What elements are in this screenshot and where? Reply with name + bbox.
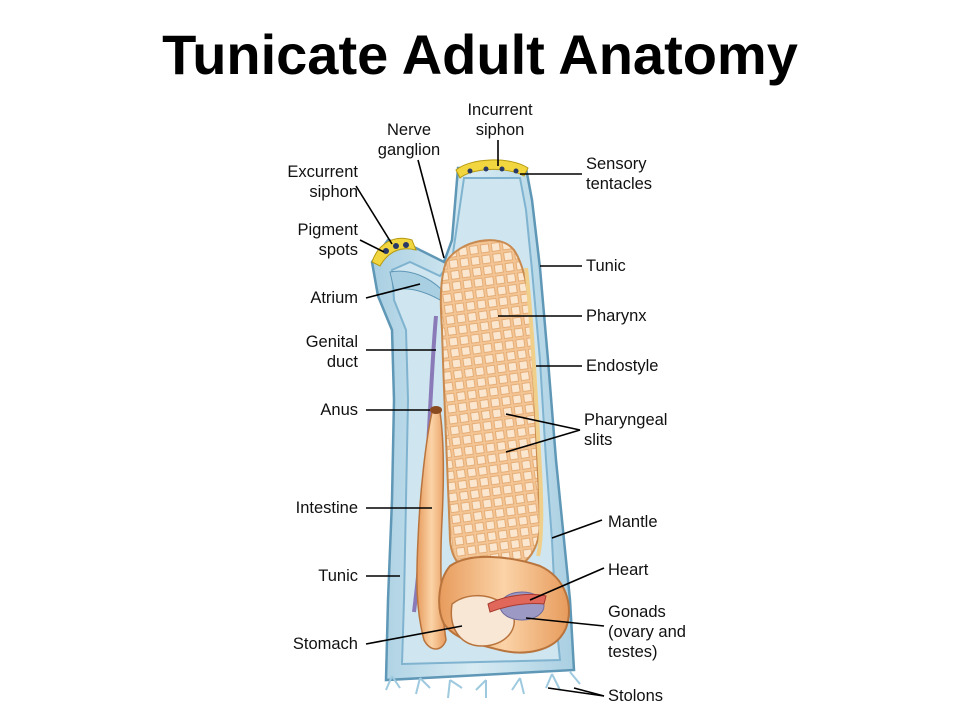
label-nerve-ganglion-line1: Nerve	[386, 121, 431, 139]
label-mantle: Mantle	[608, 513, 658, 531]
label-pigment-spots-line2: spots	[318, 241, 358, 259]
label-excurrent-siphon-line1: Excurrent	[287, 163, 358, 181]
pharynx-basket	[439, 239, 542, 577]
label-tunic-left: Tunic	[318, 567, 358, 585]
label-heart: Heart	[608, 561, 649, 579]
label-sensory-tentacles: Sensory tentacles	[586, 154, 706, 194]
label-nerve-ganglion-line2: ganglion	[377, 141, 441, 159]
label-stolons: Stolons	[608, 687, 664, 705]
label-excurrent-siphon: Excurrent siphon	[262, 162, 358, 202]
label-pharyngeal-slits: Pharyngeal slits	[584, 410, 704, 450]
label-nerve-ganglion: Nerve ganglion	[368, 120, 450, 160]
anus-opening	[430, 406, 442, 414]
label-endostyle: Endostyle	[586, 357, 659, 375]
label-anus: Anus	[320, 401, 358, 419]
label-sensory-tentacles-line2: tentacles	[586, 175, 653, 193]
label-gonads-line2: (ovary and	[608, 623, 686, 641]
label-genital-duct-line2: duct	[326, 353, 358, 371]
label-pharyngeal-slits-line2: slits	[584, 431, 613, 449]
label-intestine: Intestine	[295, 499, 358, 517]
label-pigment-spots: Pigment spots	[262, 220, 358, 260]
label-incurrent-siphon-line2: siphon	[475, 121, 525, 139]
label-genital-duct-line1: Genital	[305, 333, 358, 351]
label-gonads-line1: Gonads	[608, 603, 666, 621]
label-excurrent-siphon-line2: siphon	[309, 183, 358, 201]
label-gonads-line3: testes)	[608, 643, 658, 661]
label-tunic-right: Tunic	[586, 257, 626, 275]
intestine-tube	[416, 411, 447, 650]
label-incurrent-siphon: Incurrent siphon	[458, 100, 542, 140]
label-sensory-tentacles-line1: Sensory	[586, 155, 647, 173]
label-stomach: Stomach	[292, 635, 358, 653]
leader-lines	[355, 140, 605, 697]
label-pharynx: Pharynx	[586, 307, 647, 325]
label-genital-duct: Genital duct	[262, 332, 358, 372]
label-pharyngeal-slits-line1: Pharyngeal	[584, 411, 668, 429]
label-incurrent-siphon-line1: Incurrent	[467, 101, 533, 119]
label-pigment-spots-line1: Pigment	[297, 221, 358, 239]
page-title: Tunicate Adult Anatomy	[162, 23, 798, 86]
pigment-spots	[383, 166, 519, 254]
label-gonads: Gonads (ovary and testes)	[608, 602, 728, 662]
label-atrium: Atrium	[310, 289, 358, 307]
endostyle-band	[524, 267, 544, 557]
stolons	[385, 671, 581, 699]
